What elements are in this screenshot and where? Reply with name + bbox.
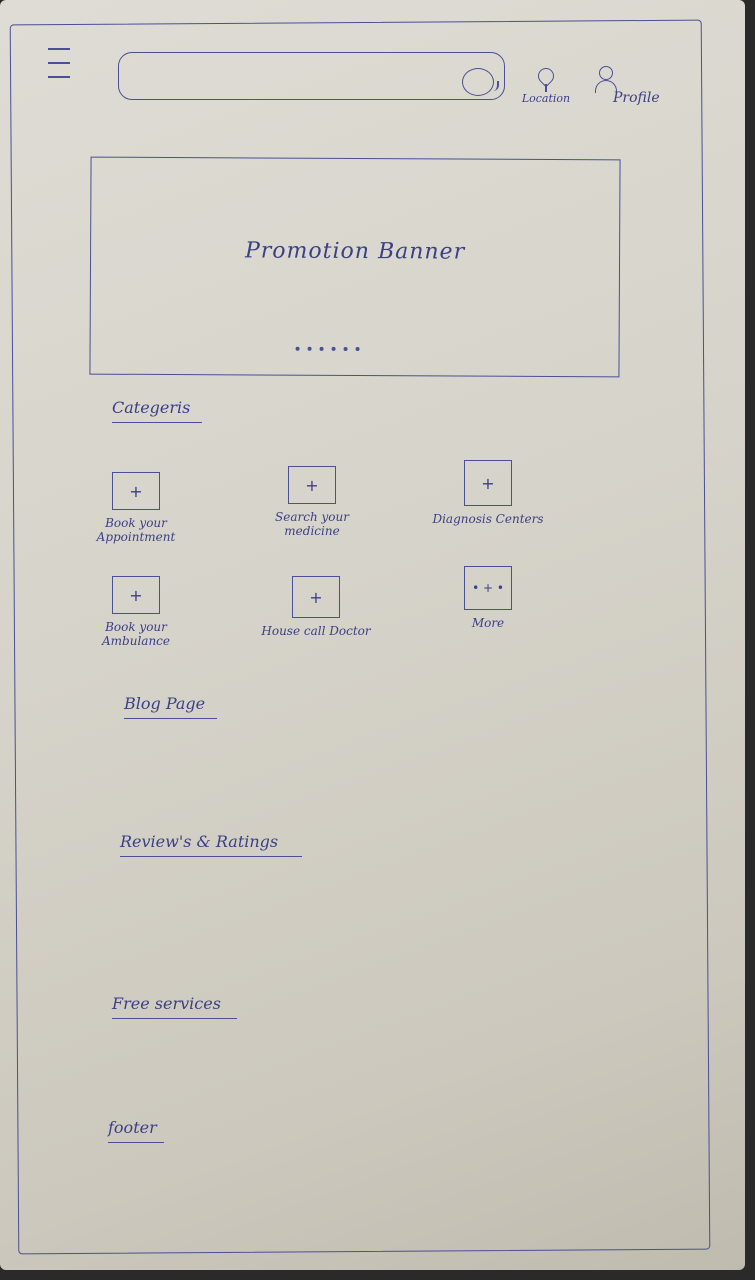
categories-heading: Categeris [112,398,203,423]
plus-icon: + [288,466,336,504]
plus-icon: + [112,472,160,510]
category-label: More [471,616,505,630]
blog-heading[interactable]: Blog Page [124,694,218,719]
promotion-banner[interactable]: Promotion Banner [89,156,621,378]
free-services-heading[interactable]: Free services [112,994,238,1019]
category-more[interactable]: • + • More [428,566,548,630]
location-pin-icon [534,64,558,88]
more-icon: • + • [464,566,512,610]
profile-icon [599,66,613,80]
plus-icon: + [292,576,340,618]
search-input[interactable] [118,52,505,100]
profile-label: Profile [613,90,660,106]
category-search-medicine[interactable]: + Search your medicine [252,466,372,538]
paper-sheet: Location Profile Promotion Banner Catege… [0,0,745,1270]
category-label: Search your medicine [275,510,349,538]
category-label: House call Doctor [261,624,371,638]
banner-title: Promotion Banner [244,238,466,265]
category-diagnosis-centers[interactable]: + Diagnosis Centers [428,460,548,526]
plus-icon: + [464,460,512,506]
search-icon[interactable] [462,68,499,96]
location-button[interactable]: Location [515,64,577,105]
plus-icon: + [112,576,160,614]
category-label: Book your Appointment [96,516,176,544]
category-house-call-doctor[interactable]: + House call Doctor [256,576,376,638]
footer-heading: footer [108,1118,164,1143]
menu-icon[interactable] [48,48,70,78]
location-label: Location [521,92,571,105]
category-label: Book your Ambulance [102,620,170,648]
category-book-ambulance[interactable]: + Book your Ambulance [76,576,196,648]
category-label: Diagnosis Centers [432,512,544,526]
reviews-heading[interactable]: Review's & Ratings [120,832,302,857]
carousel-dots[interactable] [295,346,360,352]
category-book-appointment[interactable]: + Book your Appointment [76,472,196,544]
